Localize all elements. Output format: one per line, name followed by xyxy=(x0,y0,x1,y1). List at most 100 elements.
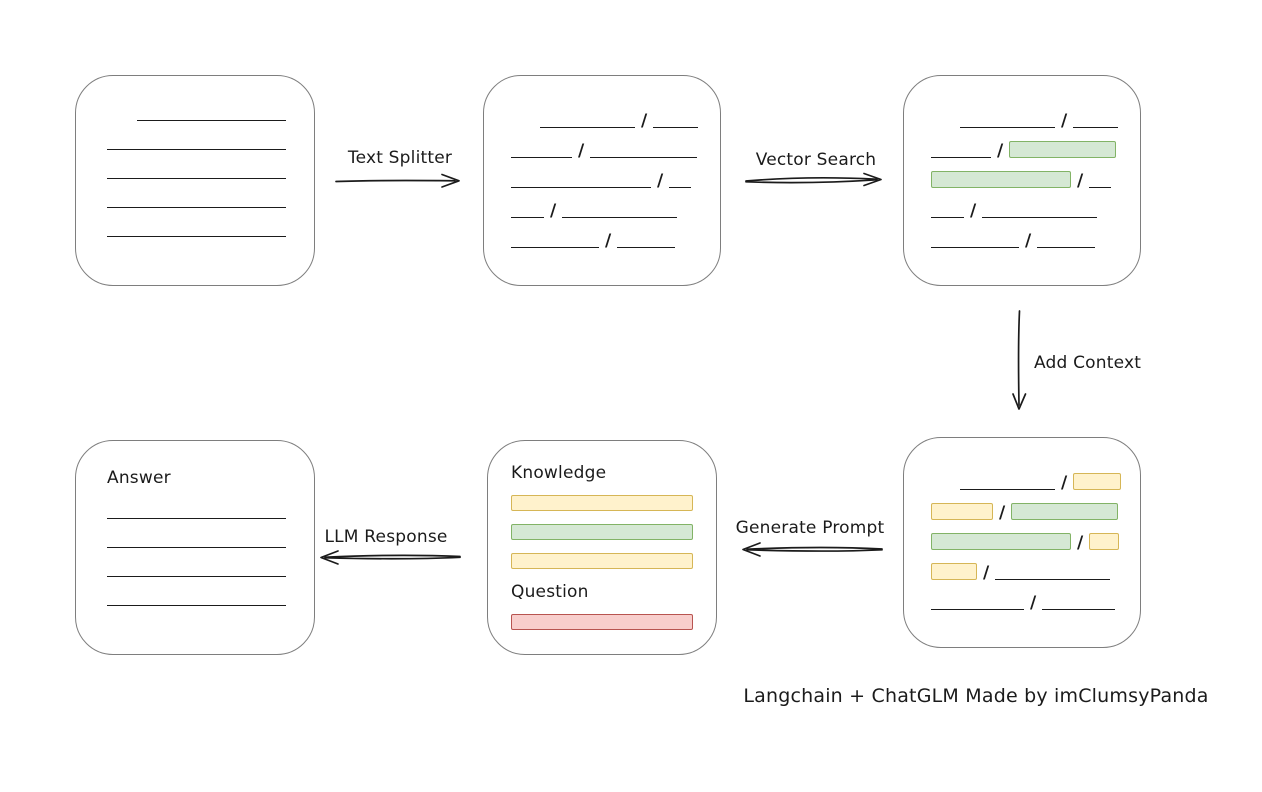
chunk-text-line xyxy=(511,187,651,188)
text-splitter-label: Text Splitter xyxy=(347,148,453,168)
chunk-text-line xyxy=(931,217,964,218)
knowledge-bars xyxy=(511,495,716,569)
yellow-highlight-chunk xyxy=(1089,533,1120,550)
text-splitter-arrow xyxy=(335,173,460,188)
yellow-highlight-chunk xyxy=(931,503,993,520)
generate-prompt-arrow xyxy=(742,542,883,557)
chunk-separator-slash: / xyxy=(1077,533,1084,553)
chunk-separator-slash: / xyxy=(1030,593,1037,613)
chunk-text-line xyxy=(562,217,678,218)
text-line xyxy=(107,547,286,548)
source-document-box xyxy=(75,75,315,286)
chunk-separator-slash: / xyxy=(970,201,977,221)
generate-prompt-label: Generate Prompt xyxy=(735,518,885,538)
chunk-separator-slash: / xyxy=(1025,231,1032,251)
chunk-row: / xyxy=(484,140,720,161)
context-chunks-rows: / / / / / xyxy=(904,438,1140,622)
split-chunks-rows: / / / / / xyxy=(484,76,720,260)
chunk-text-line xyxy=(931,247,1019,248)
question-label: Question xyxy=(511,582,589,602)
add-context-label: Add Context xyxy=(1034,353,1142,373)
text-line xyxy=(107,518,286,519)
yellow-highlight-chunk xyxy=(931,563,977,580)
chunk-text-line xyxy=(931,157,991,158)
add-context-arrow xyxy=(1012,310,1027,410)
text-line xyxy=(107,576,286,577)
chunk-row: / xyxy=(904,592,1140,613)
chunk-row: / xyxy=(904,140,1140,161)
chunk-text-line xyxy=(653,127,699,128)
context-chunks-box: / / / / / xyxy=(903,437,1141,648)
chunk-row: / xyxy=(484,200,720,221)
chunk-separator-slash: / xyxy=(1077,171,1084,191)
green-highlight-chunk xyxy=(1011,503,1119,520)
chunk-separator-slash: / xyxy=(578,141,585,161)
chunk-row: / xyxy=(484,110,720,131)
chunk-row: / xyxy=(904,230,1140,251)
matched-chunks-box: / / / / / xyxy=(903,75,1141,286)
caption: Langchain + ChatGLM Made by imClumsyPand… xyxy=(743,685,1209,707)
chunk-text-line xyxy=(617,247,676,248)
prompt-box: Knowledge Question xyxy=(487,440,717,655)
yellow-bar xyxy=(511,495,693,511)
chunk-separator-slash: / xyxy=(999,503,1006,523)
llm-response-arrow xyxy=(320,550,461,565)
chunk-row: / xyxy=(904,472,1140,493)
chunk-text-line xyxy=(1089,187,1112,188)
chunk-row: / xyxy=(484,170,720,191)
chunk-row: / xyxy=(904,532,1140,553)
chunk-separator-slash: / xyxy=(983,563,990,583)
yellow-highlight-chunk xyxy=(1073,473,1122,490)
chunk-text-line xyxy=(669,187,692,188)
chunk-separator-slash: / xyxy=(1061,111,1068,131)
chunk-text-line xyxy=(540,127,635,128)
text-line xyxy=(107,605,286,606)
knowledge-label: Knowledge xyxy=(511,463,607,483)
chunk-text-line xyxy=(1042,609,1116,610)
matched-chunks-rows: / / / / / xyxy=(904,76,1140,260)
chunk-text-line xyxy=(1037,247,1096,248)
split-chunks-box: / / / / / xyxy=(483,75,721,286)
chunk-separator-slash: / xyxy=(641,111,648,131)
chunk-text-line xyxy=(1073,127,1119,128)
chunk-row: / xyxy=(904,502,1140,523)
answer-box: Answer xyxy=(75,440,315,655)
chunk-separator-slash: / xyxy=(605,231,612,251)
chunk-text-line xyxy=(511,247,599,248)
chunk-separator-slash: / xyxy=(997,141,1004,161)
chunk-text-line xyxy=(511,217,544,218)
chunk-text-line xyxy=(511,157,572,158)
text-line xyxy=(107,236,286,237)
yellow-bar xyxy=(511,553,693,569)
chunk-text-line xyxy=(960,489,1055,490)
text-line xyxy=(137,120,286,121)
chunk-row: / xyxy=(904,110,1140,131)
chunk-text-line xyxy=(982,217,1098,218)
green-highlight-chunk xyxy=(931,171,1071,188)
chunk-row: / xyxy=(904,562,1140,583)
chunk-separator-slash: / xyxy=(1061,473,1068,493)
chunk-row: / xyxy=(484,230,720,251)
llm-response-label: LLM Response xyxy=(324,527,448,547)
chunk-row: / xyxy=(904,200,1140,221)
text-line xyxy=(107,149,286,150)
chunk-text-line xyxy=(931,609,1024,610)
chunk-row: / xyxy=(904,170,1140,191)
chunk-text-line xyxy=(590,157,698,158)
chunk-separator-slash: / xyxy=(657,171,664,191)
answer-label: Answer xyxy=(107,468,171,488)
green-bar xyxy=(511,524,693,540)
vector-search-arrow xyxy=(745,172,882,187)
text-line xyxy=(107,207,286,208)
chunk-separator-slash: / xyxy=(550,201,557,221)
document-lines xyxy=(76,76,314,237)
question-bars xyxy=(511,614,716,630)
green-highlight-chunk xyxy=(1009,141,1117,158)
green-highlight-chunk xyxy=(931,533,1071,550)
vector-search-label: Vector Search xyxy=(755,150,877,170)
red-bar xyxy=(511,614,693,630)
text-line xyxy=(107,178,286,179)
answer-lines xyxy=(76,518,314,606)
chunk-text-line xyxy=(995,579,1111,580)
